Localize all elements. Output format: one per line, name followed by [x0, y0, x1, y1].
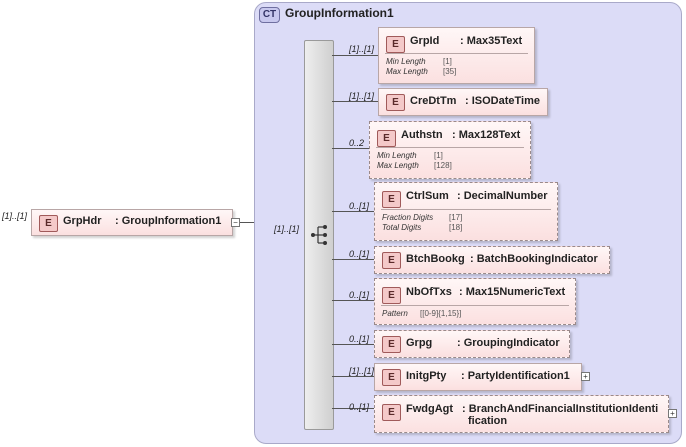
facet-value: [18]: [449, 223, 463, 232]
facet-value: [35]: [443, 67, 457, 76]
element-icon: E: [386, 36, 405, 53]
complex-type-icon: CT: [259, 7, 280, 23]
root-multiplicity: [1]..[1]: [2, 211, 28, 221]
expand-toggle-icon[interactable]: −: [231, 218, 240, 227]
element-name: CreDtTm: [410, 95, 457, 107]
expand-toggle-icon[interactable]: +: [668, 409, 677, 418]
element-multiplicity: [1]..[1]: [349, 366, 375, 376]
facet-name: Fraction Digits: [382, 213, 434, 222]
element-type: : GroupingIndicator: [457, 337, 560, 349]
element-type: : GroupInformation1: [115, 215, 222, 227]
element-type: : Max35Text: [460, 35, 523, 47]
element-name: FwdgAgt: [406, 403, 454, 415]
facet-name: Max Length: [386, 67, 428, 76]
element-icon: E: [386, 94, 405, 111]
sequence-multiplicity: [1]..[1]: [274, 224, 300, 234]
element-name: BtchBookg: [406, 253, 465, 265]
element-multiplicity: 0..[1]: [349, 201, 370, 211]
element-multiplicity: 0..[1]: [349, 334, 370, 344]
facet-value: [128]: [434, 161, 452, 170]
element-type: : BatchBookingIndicator: [470, 253, 598, 265]
element-name: CtrlSum: [406, 190, 449, 202]
element-type: : DecimalNumber: [457, 190, 548, 202]
element-type: : Max15NumericText: [459, 286, 566, 298]
element-name: Authstn: [401, 129, 443, 141]
element-nboftxs[interactable]: E NbOfTxs : Max15NumericText Pattern [[0…: [374, 278, 576, 325]
element-multiplicity: 0..2: [349, 138, 365, 148]
element-name: GrpId: [410, 35, 440, 47]
element-name: InitgPty: [406, 370, 447, 382]
element-icon: E: [382, 336, 401, 353]
root-element-grphdr[interactable]: E GrpHdr : GroupInformation1: [31, 209, 233, 236]
element-multiplicity: [1]..[1]: [349, 91, 375, 101]
element-type: : Max128Text: [452, 129, 521, 141]
facet-value: [1]: [434, 151, 443, 160]
element-type: : PartyIdentification1: [461, 370, 570, 382]
facet-value: [1]: [443, 57, 452, 66]
element-multiplicity: 0..[1]: [349, 402, 370, 412]
element-grpid[interactable]: E GrpId : Max35Text Min Length [1] Max L…: [378, 27, 535, 84]
element-icon: E: [382, 369, 401, 386]
element-type: : BranchAndFinancialInstitutionIdenti: [462, 403, 659, 415]
element-authstn[interactable]: E Authstn : Max128Text Min Length [1] Ma…: [369, 121, 531, 179]
facet-name: Total Digits: [382, 223, 422, 232]
element-icon: E: [382, 191, 401, 208]
expand-toggle-icon[interactable]: +: [581, 372, 590, 381]
facet-name: Max Length: [377, 161, 419, 170]
element-icon: E: [39, 215, 58, 232]
element-name: GrpHdr: [63, 215, 102, 227]
complex-type-title: GroupInformation1: [285, 6, 394, 20]
element-ctrlsum[interactable]: E CtrlSum : DecimalNumber Fraction Digit…: [374, 182, 558, 241]
element-type-continued: fication: [468, 415, 508, 427]
facet-value: [17]: [449, 213, 463, 222]
element-btchbookg[interactable]: E BtchBookg : BatchBookingIndicator: [374, 246, 610, 274]
facet-value: [[0-9]{1,15}]: [420, 309, 462, 318]
element-icon: E: [377, 130, 396, 147]
element-multiplicity: 0..[1]: [349, 290, 370, 300]
element-name: NbOfTxs: [406, 286, 452, 298]
element-fwdgagt[interactable]: E FwdgAgt : BranchAndFinancialInstitutio…: [374, 395, 669, 433]
element-icon: E: [382, 404, 401, 421]
facet-name: Min Length: [377, 151, 417, 160]
element-type: : ISODateTime: [465, 95, 540, 107]
element-grpg[interactable]: E Grpg : GroupingIndicator: [374, 330, 570, 358]
element-name: Grpg: [406, 337, 433, 349]
element-initgpty[interactable]: E InitgPty : PartyIdentification1: [374, 363, 582, 391]
element-credttm[interactable]: E CreDtTm : ISODateTime: [378, 88, 548, 116]
element-multiplicity: 0..[1]: [349, 249, 370, 259]
element-icon: E: [382, 252, 401, 269]
facet-name: Pattern: [382, 309, 408, 318]
element-multiplicity: [1]..[1]: [349, 44, 375, 54]
facet-name: Min Length: [386, 57, 426, 66]
sequence-icon: [311, 225, 327, 245]
element-icon: E: [382, 287, 401, 304]
